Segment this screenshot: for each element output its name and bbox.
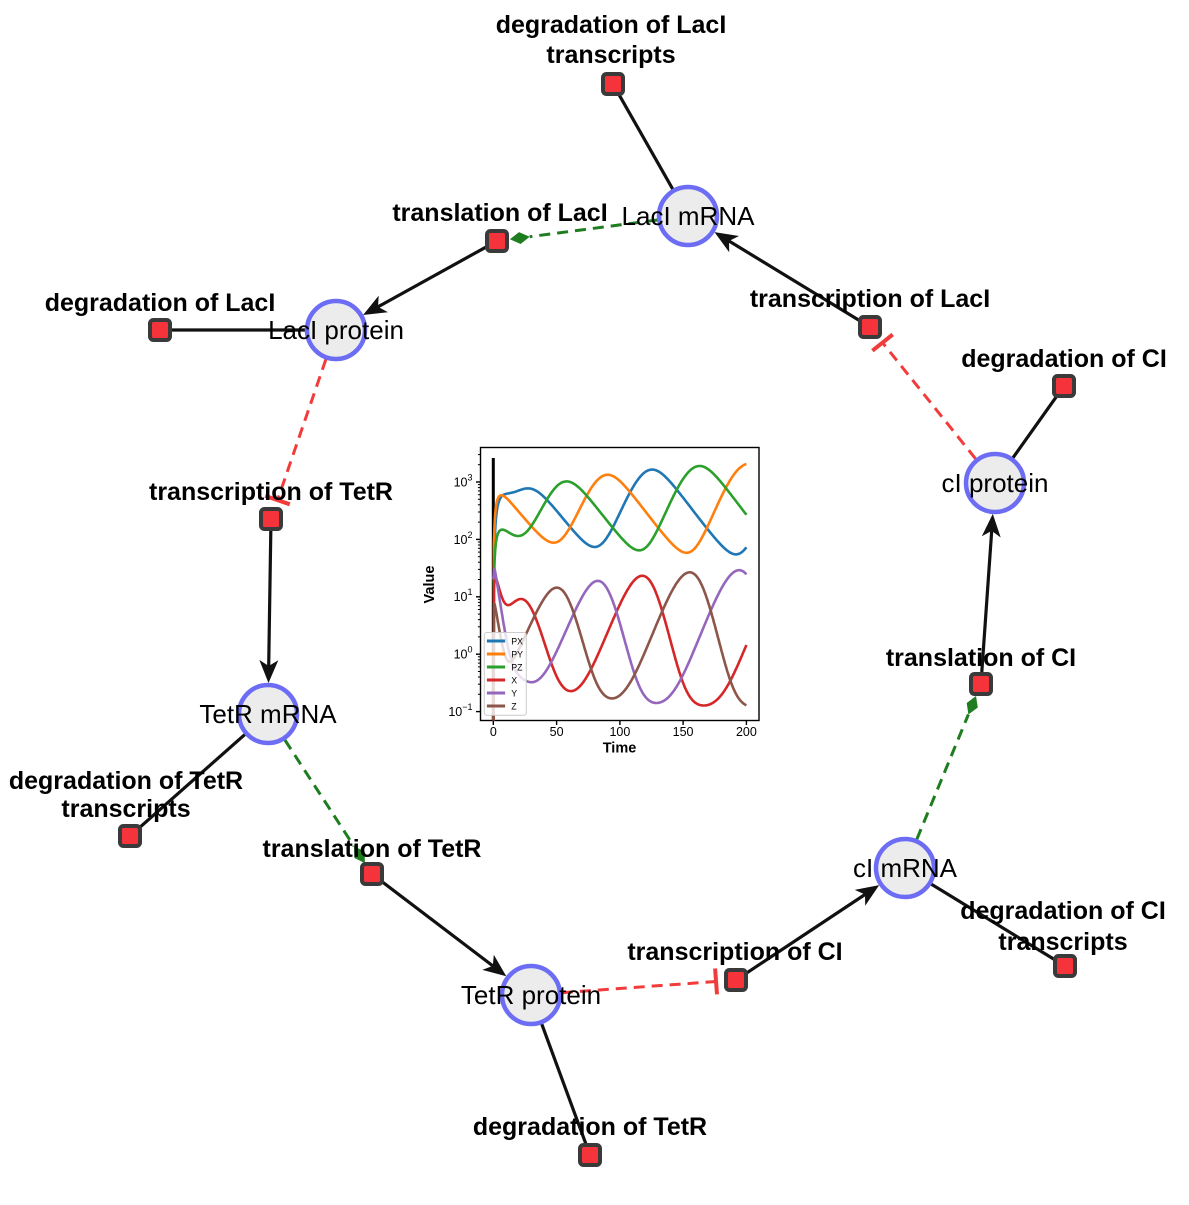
svg-text:PY: PY [511, 649, 523, 659]
svg-text:150: 150 [673, 725, 694, 739]
svg-text:Value: Value [422, 566, 438, 604]
svg-text:X: X [511, 675, 517, 685]
svg-text:degradation of LacI: degradation of LacI [496, 11, 727, 39]
svg-text:degradation of CI: degradation of CI [961, 345, 1167, 373]
svg-text:transcripts: transcripts [61, 795, 190, 823]
svg-text:transcripts: transcripts [998, 928, 1127, 956]
svg-text:transcription of LacI: transcription of LacI [750, 285, 990, 313]
svg-text:PZ: PZ [511, 662, 523, 672]
svg-text:cI mRNA: cI mRNA [853, 853, 958, 883]
svg-text:translation of LacI: translation of LacI [392, 199, 607, 227]
svg-text:LacI protein: LacI protein [268, 315, 404, 345]
svg-text:Time: Time [603, 741, 637, 757]
svg-text:transcription of TetR: transcription of TetR [149, 478, 393, 506]
svg-text:transcripts: transcripts [546, 41, 675, 69]
svg-text:Y: Y [511, 688, 517, 698]
svg-text:cI protein: cI protein [942, 468, 1049, 498]
svg-text:degradation of CI: degradation of CI [960, 897, 1166, 925]
svg-text:translation of CI: translation of CI [886, 644, 1076, 672]
svg-text:degradation of TetR: degradation of TetR [473, 1113, 707, 1141]
svg-text:50: 50 [550, 725, 564, 739]
svg-text:100: 100 [609, 725, 630, 739]
svg-text:0: 0 [490, 725, 497, 739]
svg-text:degradation of TetR: degradation of TetR [9, 767, 243, 795]
svg-text:LacI mRNA: LacI mRNA [622, 201, 756, 231]
svg-text:TetR mRNA: TetR mRNA [199, 699, 337, 729]
svg-text:Z: Z [511, 701, 517, 711]
svg-text:PX: PX [511, 636, 523, 646]
svg-text:degradation of LacI: degradation of LacI [45, 289, 276, 317]
svg-text:200: 200 [736, 725, 757, 739]
svg-text:TetR protein: TetR protein [461, 980, 601, 1010]
svg-text:transcription of CI: transcription of CI [627, 938, 842, 966]
svg-text:translation of TetR: translation of TetR [263, 835, 482, 863]
